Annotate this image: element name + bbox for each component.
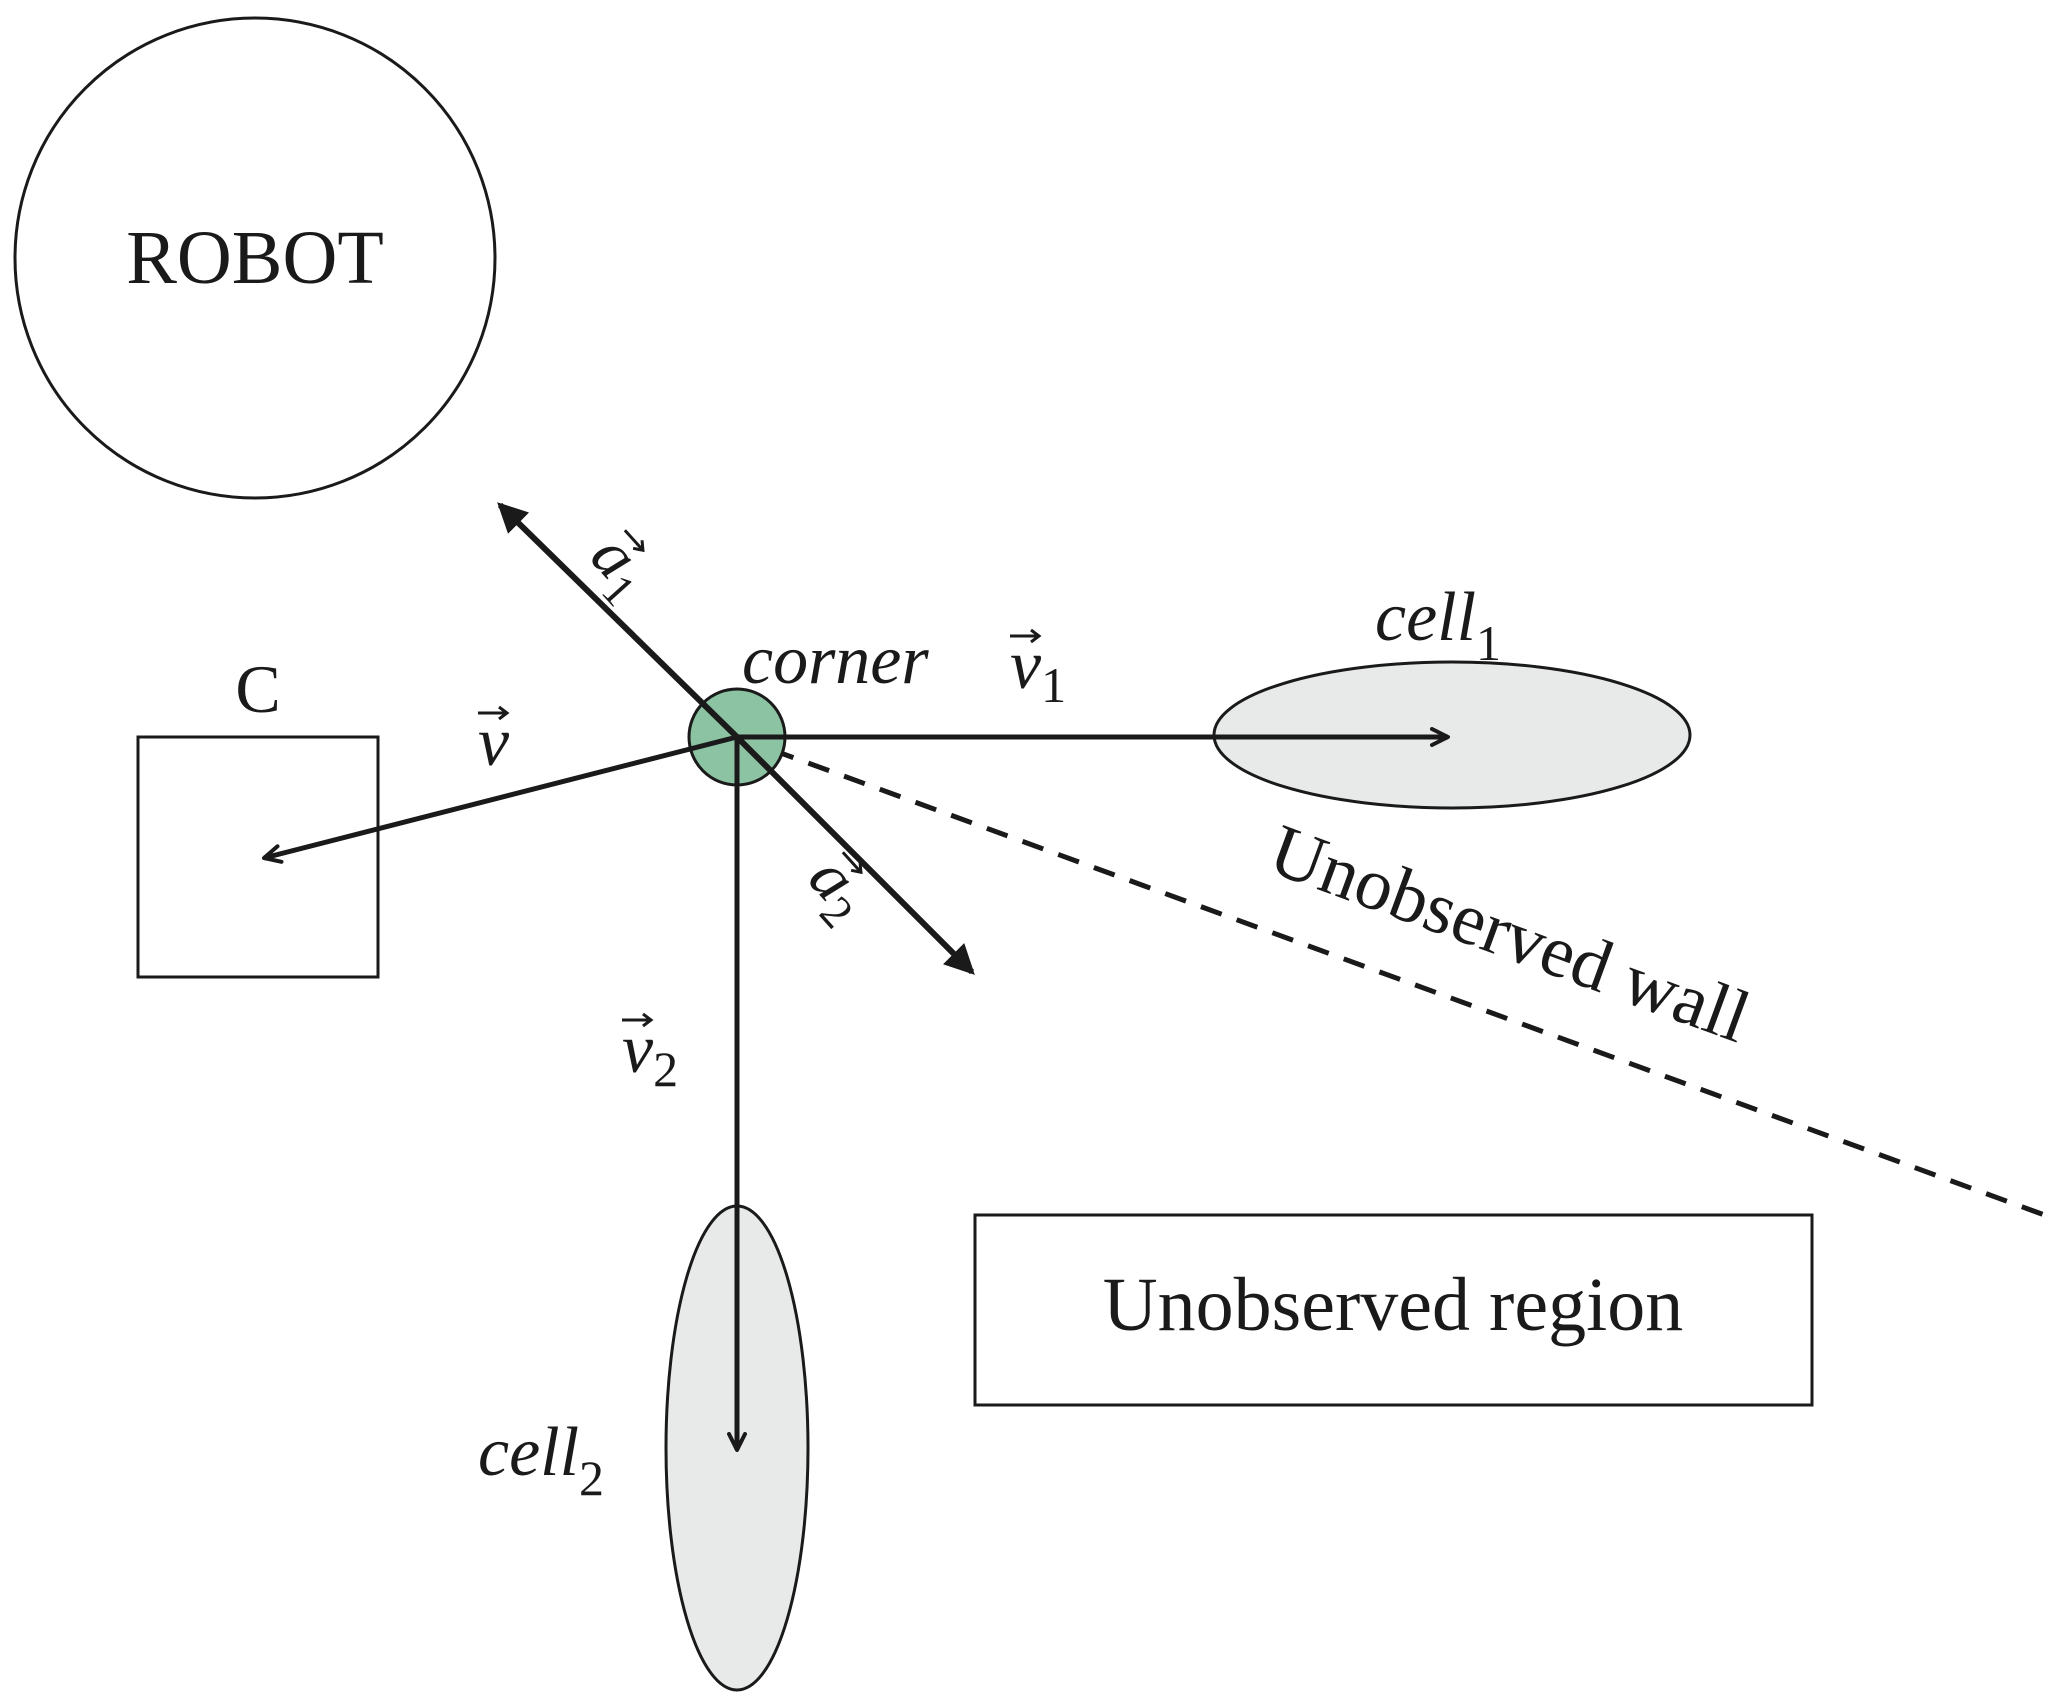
a1-label: a1 [570,519,668,615]
cell2-sub: 2 [579,1450,604,1506]
cell2-base: cell [478,1414,579,1491]
v2-label: v2 [622,1011,678,1097]
a2-label: a2 [788,841,886,937]
unobserved-wall-label: Unobserved wall [1259,809,1760,1059]
v2-sub: 2 [653,1041,678,1097]
v-label-text: v [478,704,510,781]
cell1-base: cell [1375,579,1476,656]
a2-label-text: a2 [788,841,886,937]
cell1-label: cell1 [1375,579,1501,671]
a2-arrow [734,734,975,975]
a1-arrow [497,502,740,740]
v2-base: v [622,1011,654,1088]
box-c-label: C [235,651,280,727]
v1-label-text: v1 [1010,627,1066,713]
cell1-sub: 1 [1476,615,1501,671]
a1-label-text: a1 [570,519,668,615]
robot-circle [13,16,497,500]
unobserved-region-box [973,1213,1814,1407]
v1-sub: 1 [1041,657,1066,713]
v-arrow [262,734,738,864]
box-c [136,735,380,979]
corner-label: corner [742,622,929,699]
v1-label: v1 [1010,627,1066,713]
unobserved-region-label: Unobserved region [1103,1263,1683,1347]
unobserved-wall-line [736,734,2051,1220]
cell2-label: cell2 [478,1414,604,1506]
robot-label: ROBOT [126,216,384,300]
v-label: v [478,704,510,781]
v1-base: v [1010,627,1042,704]
v2-label-text: v2 [622,1011,678,1097]
